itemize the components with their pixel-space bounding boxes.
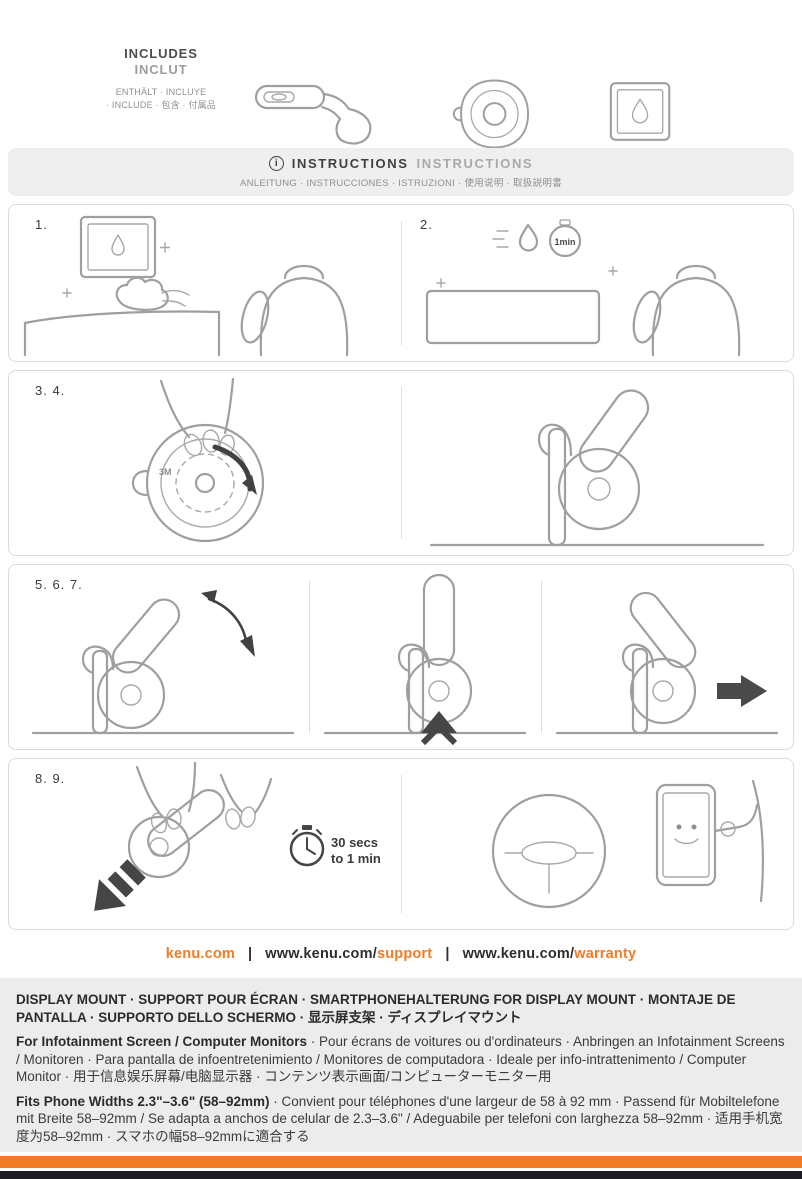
step-2-illustration: 1min (425, 219, 741, 357)
one-minute-label: 1min (554, 237, 575, 247)
link-separator: | (445, 946, 450, 962)
droplet-icon (111, 234, 125, 256)
droplet-icon (518, 223, 539, 252)
step-6-illustration (323, 573, 527, 746)
step-9-illustration (491, 779, 765, 909)
step-panel-3-4: 3. 4. 3M (8, 370, 794, 556)
mounted-phone-icon (655, 779, 765, 903)
step-1-label: 1. (35, 217, 48, 232)
bottom-dark-bar (0, 1171, 802, 1179)
panel-divider (541, 581, 542, 733)
step-panel-8-9: 8. 9. (8, 758, 794, 930)
panel-divider (401, 387, 402, 539)
up-arrow-icon (420, 711, 458, 746)
support-link-accent: support (376, 946, 433, 962)
includes-section: INCLUDES INCLUT ENTHÄLT · INCLUYE · INCL… (0, 36, 802, 149)
includes-title-secondary: INCLUT (134, 62, 188, 77)
panel-divider (401, 775, 402, 913)
timer-duration-line1: 30 secs (331, 835, 378, 850)
droplet-icon (631, 98, 649, 124)
panel-divider (401, 221, 402, 345)
warranty-link[interactable]: www.kenu.com/warranty (463, 946, 637, 962)
includes-subtitle-line1: ENTHÄLT · INCLUYE (115, 87, 207, 97)
right-arrow-icon (717, 675, 767, 707)
wiping-hand-icon (115, 276, 190, 311)
fit-paragraph-lead: Fits Phone Widths 2.3"–3.6" (58–92mm) (16, 1093, 270, 1109)
includes-subtitle-line2: · INCLUDE · 包含 · 付属品 (105, 100, 216, 111)
mount-disc-illustration (452, 79, 530, 149)
instructions-title-secondary: INSTRUCTIONS (416, 156, 534, 171)
smiley-icon (674, 824, 699, 845)
instructions-header: i INSTRUCTIONS INSTRUCTIONS ANLEITUNG · … (8, 148, 794, 196)
panel-divider (309, 581, 310, 733)
support-link-prefix: www.kenu.com/ (265, 946, 377, 962)
adhesive-3m-label: 3M (159, 467, 172, 477)
step-3-4-label: 3. 4. (35, 383, 66, 398)
step-4-illustration (429, 389, 765, 547)
usage-paragraph-lead: For Infotainment Screen / Computer Monit… (16, 1034, 308, 1050)
fit-paragraph-rest: · Convient pour téléphones d'une largeur… (16, 1093, 783, 1144)
step-panel-1-2: 1. 2. (8, 204, 794, 362)
usage-paragraph-rest: · Pour écrans de voitures ou d'ordinateu… (16, 1034, 785, 1085)
info-icon: i (268, 156, 284, 171)
orange-accent-bar (0, 1156, 802, 1168)
link-separator: | (248, 946, 253, 962)
sparkle-icon (62, 242, 171, 298)
phone-clip-illustration (254, 84, 372, 145)
instructions-subtitle: ANLEITUNG · INSTRUCCIONES · ISTRUZIONI ·… (239, 178, 562, 189)
step-3-illustration: 3M (131, 377, 265, 543)
fit-paragraph: Fits Phone Widths 2.3"–3.6" (58–92mm) · … (16, 1093, 786, 1146)
support-link[interactable]: www.kenu.com/support (265, 946, 432, 962)
pressing-hand-icon (159, 377, 235, 457)
step-7-illustration (555, 591, 779, 735)
step-8-9-label: 8. 9. (35, 771, 66, 786)
car-seat-icon (240, 265, 349, 357)
cleaning-wipe-illustration (609, 82, 671, 141)
timer-duration-line2: to 1 min (331, 851, 381, 866)
step-5-illustration (31, 590, 295, 735)
instructions-title: INSTRUCTIONS (291, 156, 409, 171)
steering-wheel-icon (491, 793, 607, 909)
car-seat-icon (632, 265, 741, 357)
includes-title: INCLUDES (124, 46, 198, 61)
step-2-label: 2. (420, 217, 433, 232)
instructions-title-row: i INSTRUCTIONS INSTRUCTIONS (8, 156, 794, 171)
swoosh-arrow-icon (212, 444, 257, 495)
kenu-home-link[interactable]: kenu.com (165, 946, 236, 962)
pressing-hands-icon (135, 761, 273, 834)
step-5-6-7-label: 5. 6. 7. (35, 577, 83, 592)
step-8-illustration: 30 secs to 1 min (94, 761, 381, 911)
rotate-arrow-icon (201, 590, 255, 657)
step-1-illustration (23, 215, 349, 357)
sparkle-icon (436, 266, 618, 288)
one-minute-timer-icon: 1min (548, 219, 582, 258)
warranty-link-prefix: www.kenu.com/ (462, 946, 575, 962)
stopwatch-icon (289, 825, 325, 867)
info-icon-glyph: i (274, 158, 278, 169)
step-panel-5-7: 5. 6. 7. (8, 564, 794, 750)
product-description-block: DISPLAY MOUNT · SUPPORT POUR ÉCRAN · SMA… (0, 978, 802, 1152)
footer-links: kenu.com | www.kenu.com/support | www.kenu.c… (0, 946, 802, 962)
usage-paragraph: For Infotainment Screen / Computer Monit… (16, 1033, 786, 1086)
warranty-link-accent: warranty (574, 946, 637, 962)
includes-heading: INCLUDES INCLUT ENTHÄLT · INCLUYE · INCL… (86, 46, 236, 112)
product-title-paragraph: DISPLAY MOUNT · SUPPORT POUR ÉCRAN · SMA… (16, 992, 736, 1025)
press-arrow-icon (94, 859, 146, 911)
